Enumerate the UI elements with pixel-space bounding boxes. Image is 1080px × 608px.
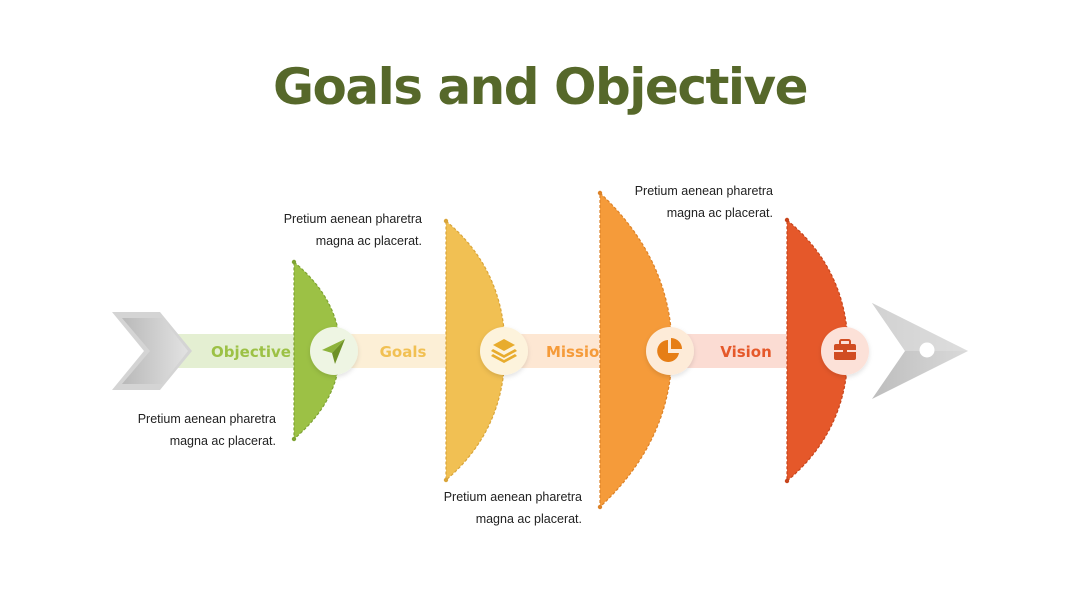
stage-label-vision: Vision (720, 343, 772, 361)
briefcase-icon (821, 327, 869, 375)
description-vision: Pretium aenean pharetra magna ac placera… (634, 184, 773, 220)
description-mission: Pretium aenean pharetra magna ac placera… (443, 490, 582, 526)
pie-chart-icon (646, 327, 694, 375)
description-goals: Pretium aenean pharetra magna ac placera… (283, 212, 422, 248)
description-objective: Pretium aenean pharetra magna ac placera… (137, 412, 276, 448)
stage-label-mission: Mission (546, 343, 610, 361)
stage-label-goals: Goals (380, 343, 427, 361)
fish-tail (112, 312, 192, 390)
page-title: Goals and Objective (273, 58, 809, 116)
paper-plane-icon (310, 327, 358, 375)
fin-mission (599, 191, 673, 509)
fish-head (872, 303, 968, 399)
stage-label-objective: Objective (211, 343, 291, 361)
fin-vision (786, 218, 849, 483)
fish-eye (919, 342, 935, 358)
layers-icon (480, 327, 528, 375)
